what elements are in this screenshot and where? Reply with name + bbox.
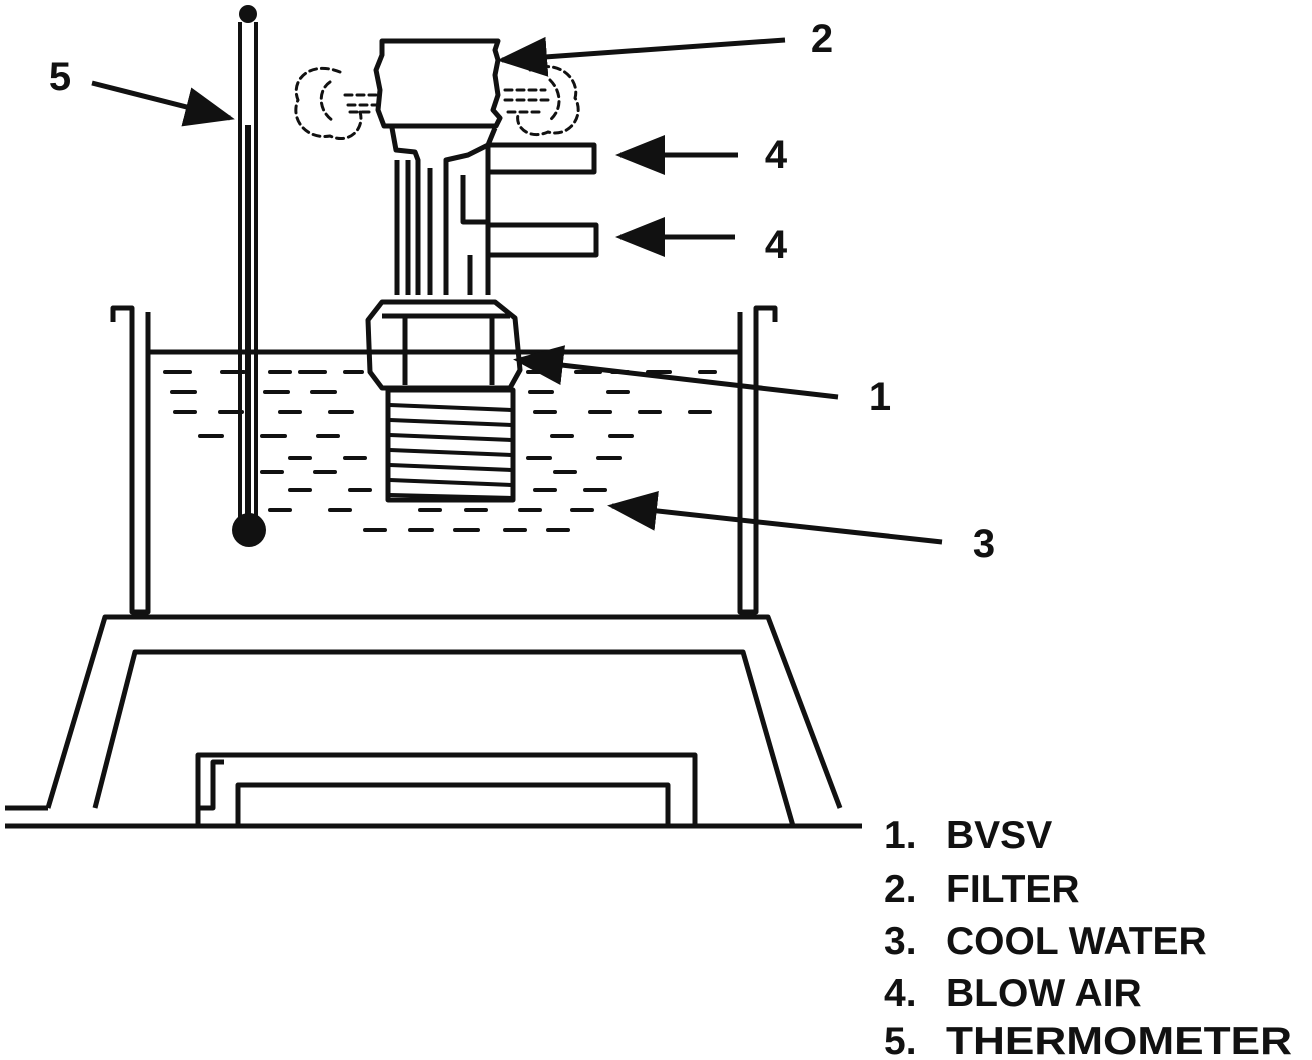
legend-item: 5. THERMOMETER <box>884 1020 1292 1060</box>
container-left-wall <box>110 305 151 615</box>
thermometer-bulb <box>232 513 266 547</box>
legend-number: 4. <box>884 972 917 1015</box>
container-right-wall <box>737 305 778 615</box>
legend-number: 3. <box>884 920 917 963</box>
leader-lines <box>91 36 943 545</box>
bvsv-valve <box>365 38 599 503</box>
valve-threads <box>385 387 516 503</box>
stand-base <box>5 614 862 829</box>
stand-recess-outer <box>195 752 698 826</box>
upper-port <box>488 142 597 175</box>
stand-outer <box>45 614 843 809</box>
callout-blow-air-upper: 4 <box>765 133 788 177</box>
valve-body-left <box>394 160 411 295</box>
thread-lines <box>389 403 513 500</box>
thermometer-top-cap <box>239 5 257 23</box>
water-container <box>110 305 778 615</box>
port-manifold <box>460 145 491 295</box>
callout-thermometer: 5 <box>49 55 71 99</box>
legend-item: 4. BLOW AIR <box>884 972 1142 1015</box>
legend-label: THERMOMETER <box>946 1020 1292 1060</box>
legend-label: BVSV <box>946 814 1052 857</box>
leader-filter <box>497 36 786 77</box>
air-puff-left <box>294 66 380 140</box>
thread-body <box>385 387 516 503</box>
stand-recess-step <box>198 759 224 811</box>
thermometer-tube <box>238 22 258 520</box>
leader-bvsv <box>513 345 839 400</box>
stand-recess-inner <box>235 782 671 829</box>
legend-item: 1. BVSV <box>884 814 1052 857</box>
leader-cool-water <box>607 490 943 545</box>
air-puff-right <box>503 65 580 137</box>
legend: 1. BVSV 2. FILTER 3. COOL WATER 4. BLOW … <box>884 814 1292 1060</box>
callout-numbers: 5 2 4 4 1 3 <box>49 17 995 566</box>
valve-neck <box>389 127 498 295</box>
callout-bvsv: 1 <box>869 375 891 419</box>
callout-cool-water: 3 <box>973 522 995 566</box>
legend-item: 3. COOL WATER <box>884 920 1207 963</box>
lower-port <box>488 222 599 258</box>
legend-number: 2. <box>884 868 917 911</box>
legend-number: 1. <box>884 814 917 857</box>
leader-thermometer <box>91 80 235 127</box>
stand-inner <box>92 649 796 827</box>
hex-nut-faces <box>402 318 495 385</box>
legend-label: COOL WATER <box>946 920 1207 963</box>
legend-label: BLOW AIR <box>946 972 1142 1015</box>
legend-label: FILTER <box>946 868 1080 911</box>
thermometer <box>232 5 266 547</box>
callout-blow-air-lower: 4 <box>765 223 788 267</box>
legend-item: 2. FILTER <box>884 868 1080 911</box>
callout-filter: 2 <box>811 17 833 61</box>
legend-number: 5. <box>884 1020 917 1060</box>
filter-cap <box>373 38 503 129</box>
